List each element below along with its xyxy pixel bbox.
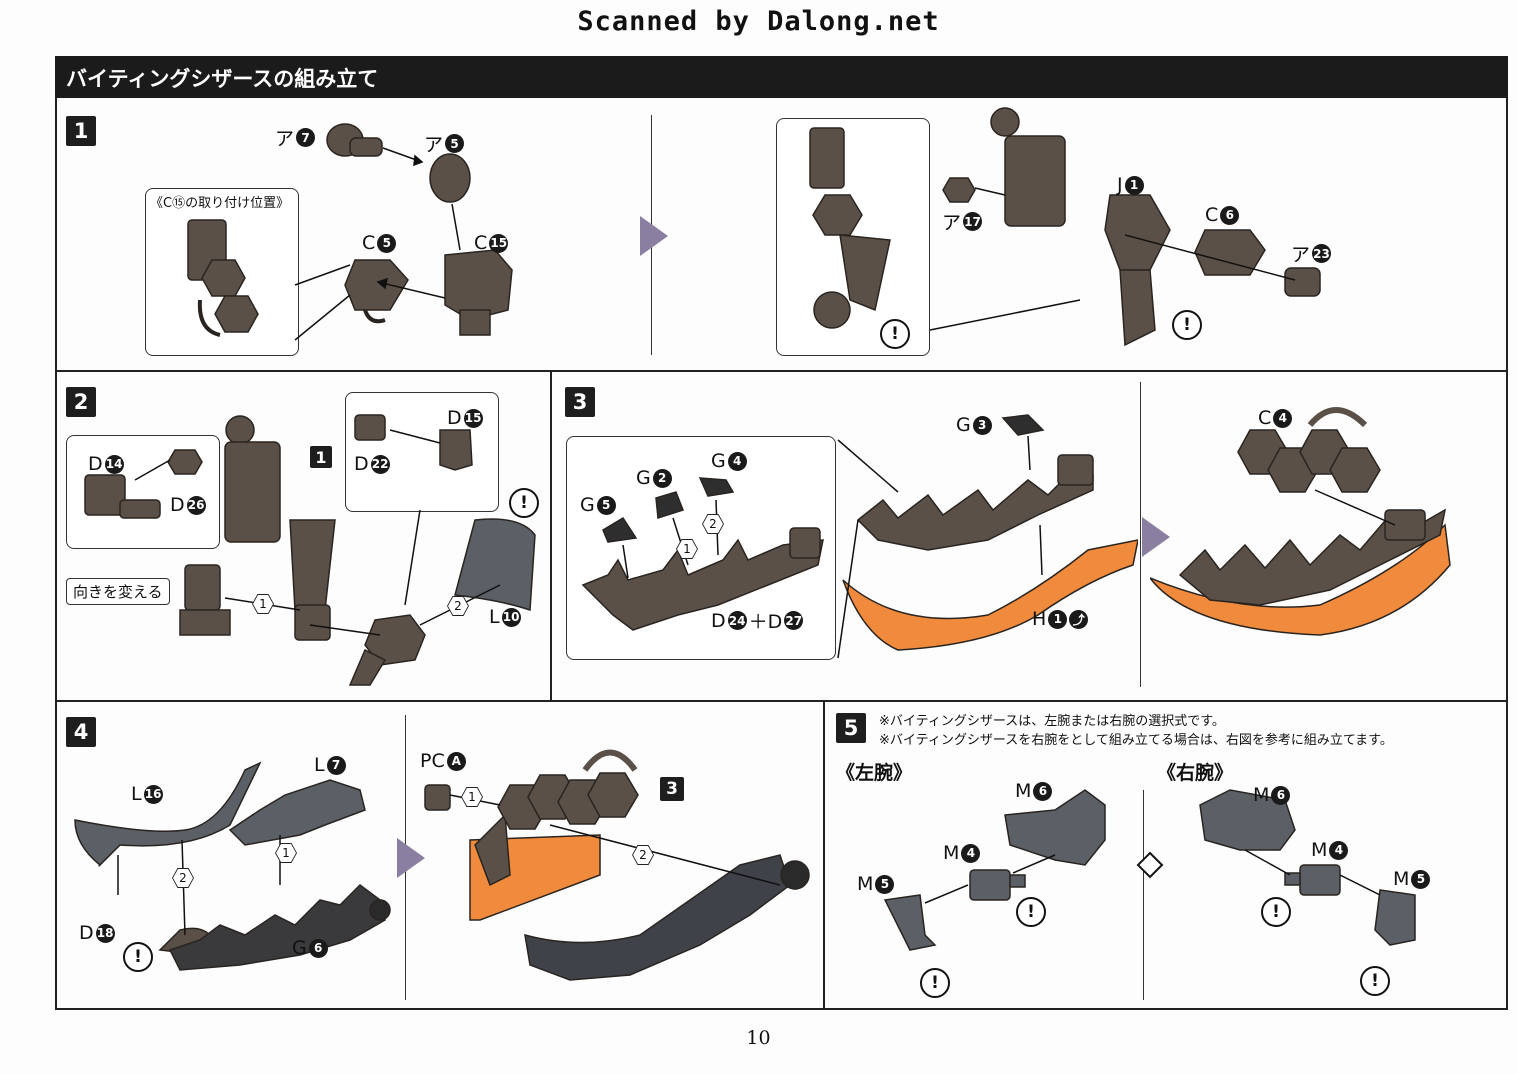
divider: [550, 370, 552, 701]
caution-icon: !: [509, 488, 539, 518]
divider: [55, 700, 1508, 702]
left-arm-heading: 《左腕》: [836, 762, 913, 784]
step-number: 4: [66, 717, 96, 747]
caution-icon: !: [123, 942, 153, 972]
divider: [823, 700, 825, 1010]
step3-parts-svg: [581, 414, 1138, 659]
step3-result-svg: [1150, 407, 1451, 636]
right-arm-heading: 《右腕》: [1157, 762, 1234, 784]
order-marker: 2: [447, 596, 469, 616]
step-number: 3: [565, 387, 595, 417]
step1-result-svg: [809, 107, 1321, 347]
caution-icon: !: [1261, 897, 1291, 927]
step-number: 5: [836, 713, 866, 743]
order-marker: 1: [252, 594, 274, 614]
order-marker: 1: [275, 843, 297, 863]
step-number: 2: [66, 387, 96, 417]
order-marker: 2: [702, 514, 724, 534]
inset-caption: 《C⑮の取り付け位置》: [150, 196, 290, 211]
caution-icon: !: [1360, 966, 1390, 996]
instruction-frame: [55, 98, 1508, 1010]
step-ref: 1: [310, 446, 332, 468]
divider: [1140, 382, 1141, 687]
divider: [1143, 790, 1144, 1000]
note: ※バイティングシザースを右腕をとして組み立てる場合は、右図を参考に組み立てます。: [879, 733, 1393, 748]
step4-parts-svg: [74, 761, 391, 971]
caution-icon: !: [1016, 897, 1046, 927]
caption-turn: 向きを変える: [66, 578, 170, 605]
next-arrow-icon: [640, 216, 668, 256]
order-marker: 1: [676, 539, 698, 559]
watermark: Scanned by Dalong.net: [577, 6, 940, 37]
order-marker: 2: [172, 868, 194, 888]
step4-result-svg: [424, 749, 810, 981]
page-title: バイティングシザースの組み立て: [66, 67, 379, 91]
note: ※バイティングシザースは、左腕または右腕の選択式です。: [879, 714, 1225, 729]
step5-parts-svg: [883, 789, 1416, 951]
order-marker: 2: [632, 845, 654, 865]
step-number: 1: [66, 116, 96, 146]
order-marker: 1: [461, 787, 483, 807]
title-bar: [55, 56, 1508, 98]
step1-parts-svg: [187, 123, 513, 341]
step2-parts-svg: [84, 414, 536, 686]
next-arrow-icon: [1142, 517, 1170, 557]
page-number: 10: [746, 1027, 771, 1049]
caution-icon: !: [880, 319, 910, 349]
caution-icon: !: [1172, 310, 1202, 340]
next-arrow-icon: [397, 838, 425, 878]
divider: [55, 370, 1508, 372]
step-ref: 3: [660, 777, 684, 801]
caution-icon: !: [920, 968, 950, 998]
